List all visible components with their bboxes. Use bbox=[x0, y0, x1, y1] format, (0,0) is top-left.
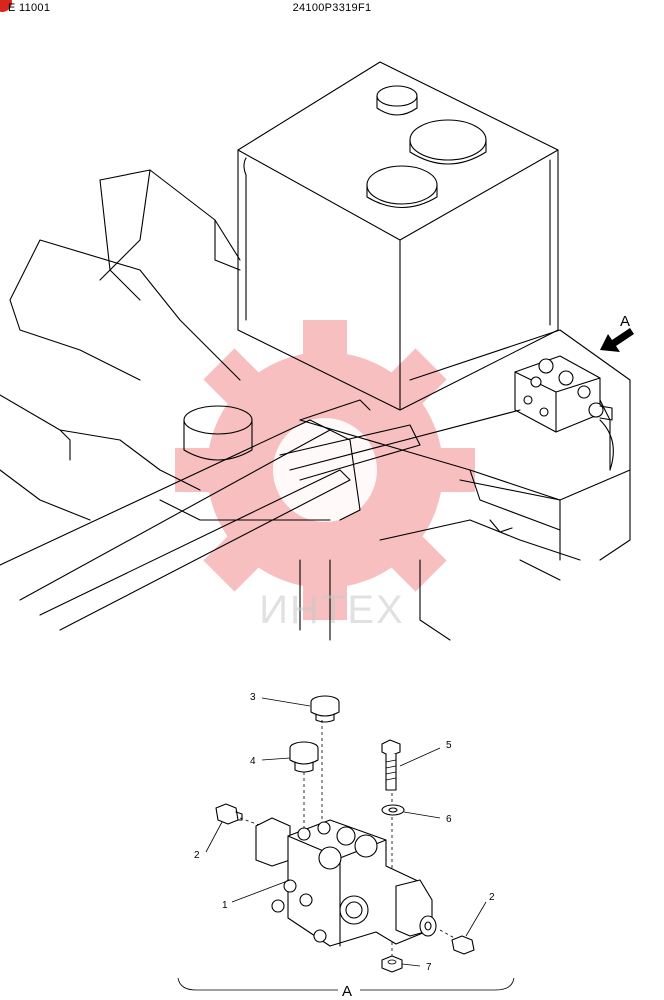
boom-cylinders bbox=[0, 399, 581, 641]
part-1-valve-body bbox=[255, 817, 437, 947]
view-a-bracket: A bbox=[177, 977, 515, 1000]
boom-frame bbox=[0, 169, 241, 521]
watermark-text: ИНТЕХ bbox=[259, 588, 405, 632]
corner-marker-dot bbox=[0, 0, 12, 12]
control-valve-installed bbox=[514, 355, 614, 471]
part-4-plug bbox=[289, 741, 319, 773]
callout-3: 3 bbox=[250, 692, 256, 703]
part-7-nut bbox=[381, 955, 403, 973]
callout-5: 5 bbox=[446, 740, 452, 751]
part-5-bolt bbox=[381, 739, 401, 791]
callout-2-right: 2 bbox=[489, 892, 495, 903]
callout-7: 7 bbox=[426, 962, 432, 973]
callout-4: 4 bbox=[250, 756, 256, 767]
view-arrow-a: A bbox=[600, 313, 634, 352]
part-3-plug bbox=[310, 695, 340, 723]
catalog-code-left: E 11001 bbox=[8, 2, 51, 14]
hydraulic-tank bbox=[237, 61, 559, 411]
part-2-plug-left bbox=[215, 803, 243, 825]
drawing-number: 24100P3319F1 bbox=[292, 2, 372, 14]
callout-6: 6 bbox=[446, 814, 452, 825]
callout-1: 1 bbox=[222, 900, 228, 911]
part-6-washer bbox=[381, 804, 405, 816]
part-2-plug-right bbox=[451, 935, 475, 955]
view-label-top: A bbox=[620, 313, 630, 330]
callout-2-left: 2 bbox=[194, 850, 200, 861]
chassis-plate bbox=[299, 329, 631, 561]
view-label-bottom: A bbox=[342, 983, 352, 1000]
